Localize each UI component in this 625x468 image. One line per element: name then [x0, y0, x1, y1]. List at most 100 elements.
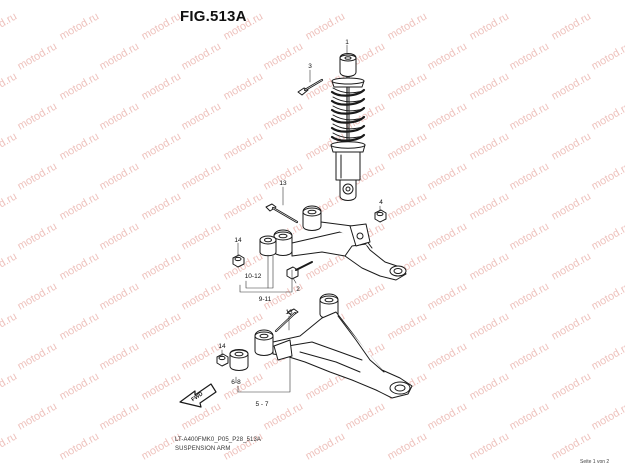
watermark-text: motod.ru [426, 100, 470, 132]
watermark-text: motod.ru [386, 430, 430, 462]
watermark-text: motod.ru [140, 130, 184, 162]
watermark-text: motod.ru [508, 40, 552, 72]
watermark-text: motod.ru [468, 430, 512, 462]
watermark-text: motod.ru [140, 10, 184, 42]
callout-13-lower: 13 [285, 309, 293, 316]
watermark-text: motod.ru [0, 250, 19, 282]
watermark-text: motod.ru [550, 310, 594, 342]
watermark-text: motod.ru [550, 250, 594, 282]
watermark-text: motod.ru [0, 190, 19, 222]
watermark-text: motod.ru [58, 190, 102, 222]
watermark-text: motod.ru [98, 280, 142, 312]
watermark-text: motod.ru [98, 160, 142, 192]
watermark-text: motod.ru [222, 190, 266, 222]
watermark-text: motod.ru [0, 130, 19, 162]
watermark-text: motod.ru [550, 430, 594, 462]
callout-6-8: 6-8 [231, 379, 241, 386]
watermark-text: motod.ru [508, 400, 552, 432]
watermark-text: motod.ru [16, 340, 60, 372]
callout-4: 4 [379, 199, 383, 206]
callout-10-12: 10-12 [245, 273, 262, 280]
upper-suspension-arm [273, 205, 407, 281]
watermark-text: motod.ru [140, 370, 184, 402]
watermark-text: motod.ru [16, 40, 60, 72]
watermark-text: motod.ru [590, 160, 625, 192]
watermark-text: motod.ru [58, 250, 102, 282]
forward-direction-arrow [179, 383, 217, 408]
watermark-text: motod.ru [180, 160, 224, 192]
watermark-text: motod.ru [426, 220, 470, 252]
watermark-text: motod.ru [58, 310, 102, 342]
watermark-text: motod.ru [140, 70, 184, 102]
watermark-text: motod.ru [140, 310, 184, 342]
watermark-text: motod.ru [550, 190, 594, 222]
watermark-text: motod.ru [262, 100, 306, 132]
watermark-text: motod.ru [16, 280, 60, 312]
figure-title: FIG.513A [180, 8, 247, 25]
watermark-text: motod.ru [58, 430, 102, 462]
watermark-text: motod.ru [550, 130, 594, 162]
watermark-text: motod.ru [0, 10, 19, 42]
watermark-text: motod.ru [98, 220, 142, 252]
watermark-text: motod.ru [590, 100, 625, 132]
watermark-text: motod.ru [468, 310, 512, 342]
watermark-text: motod.ru [58, 130, 102, 162]
watermark-text: motod.ru [16, 100, 60, 132]
callout-3: 3 [308, 63, 312, 70]
watermark-text: motod.ru [426, 40, 470, 72]
watermark-text: motod.ru [590, 340, 625, 372]
watermark-text: motod.ru [386, 190, 430, 222]
callout-13-upper: 13 [279, 180, 287, 187]
callout-5-7: 5 - 7 [255, 401, 268, 408]
watermark-text: motod.ru [344, 400, 388, 432]
watermark-text: motod.ru [304, 10, 348, 42]
watermark-text: motod.ru [426, 280, 470, 312]
watermark-text: motod.ru [16, 220, 60, 252]
watermark-text: motod.ru [550, 370, 594, 402]
callout-14-upper: 14 [234, 237, 242, 244]
bolt-2 [286, 261, 313, 280]
watermark-text: motod.ru [140, 250, 184, 282]
watermark-text: motod.ru [98, 100, 142, 132]
watermark-text: motod.ru [590, 400, 625, 432]
watermark-text: motod.ru [98, 340, 142, 372]
leader-lines [221, 44, 381, 393]
watermark-text: motod.ru [304, 430, 348, 462]
watermark-text: motod.ru [58, 10, 102, 42]
figure-code-caption: LT-A400FMK0_P05_P28_513A [175, 437, 262, 443]
watermark-text: motod.ru [508, 280, 552, 312]
watermark-text: motod.ru [98, 400, 142, 432]
watermark-text: motod.ru [590, 280, 625, 312]
page-number: Seite 1 von 2 [580, 459, 610, 465]
callout-1: 1 [345, 39, 349, 46]
watermark-text: motod.ru [386, 70, 430, 102]
watermark-text: motod.ru [180, 340, 224, 372]
watermark-text: motod.ru [386, 310, 430, 342]
watermark-text: motod.ru [0, 70, 19, 102]
watermark-text: motod.ru [426, 160, 470, 192]
watermark-text: motod.ru [386, 130, 430, 162]
watermark-text: motod.ru [180, 220, 224, 252]
upper-bushing-set [259, 235, 277, 257]
watermark-text: motod.ru [180, 100, 224, 132]
watermark-text: motod.ru [262, 40, 306, 72]
watermark-text: motod.ru [222, 130, 266, 162]
lower-arm-pivot-bolt [274, 308, 299, 333]
watermark-text: motod.ru [16, 160, 60, 192]
watermark-text: motod.ru [16, 400, 60, 432]
watermark-text: motod.ru [550, 70, 594, 102]
watermark-text: motod.ru [468, 10, 512, 42]
watermark-text: motod.ru [58, 370, 102, 402]
fwd-label: FWD [191, 391, 205, 403]
callout-14-lower: 14 [218, 343, 226, 350]
watermark-text: motod.ru [468, 130, 512, 162]
watermark-text: motod.ru [222, 70, 266, 102]
watermark-text: motod.ru [98, 40, 142, 72]
shock-top-bolt [297, 78, 324, 96]
watermark-text: motod.ru [468, 70, 512, 102]
watermark-text: motod.ru [426, 400, 470, 432]
upper-nut-14 [232, 254, 245, 268]
watermark-text: motod.ru [468, 370, 512, 402]
